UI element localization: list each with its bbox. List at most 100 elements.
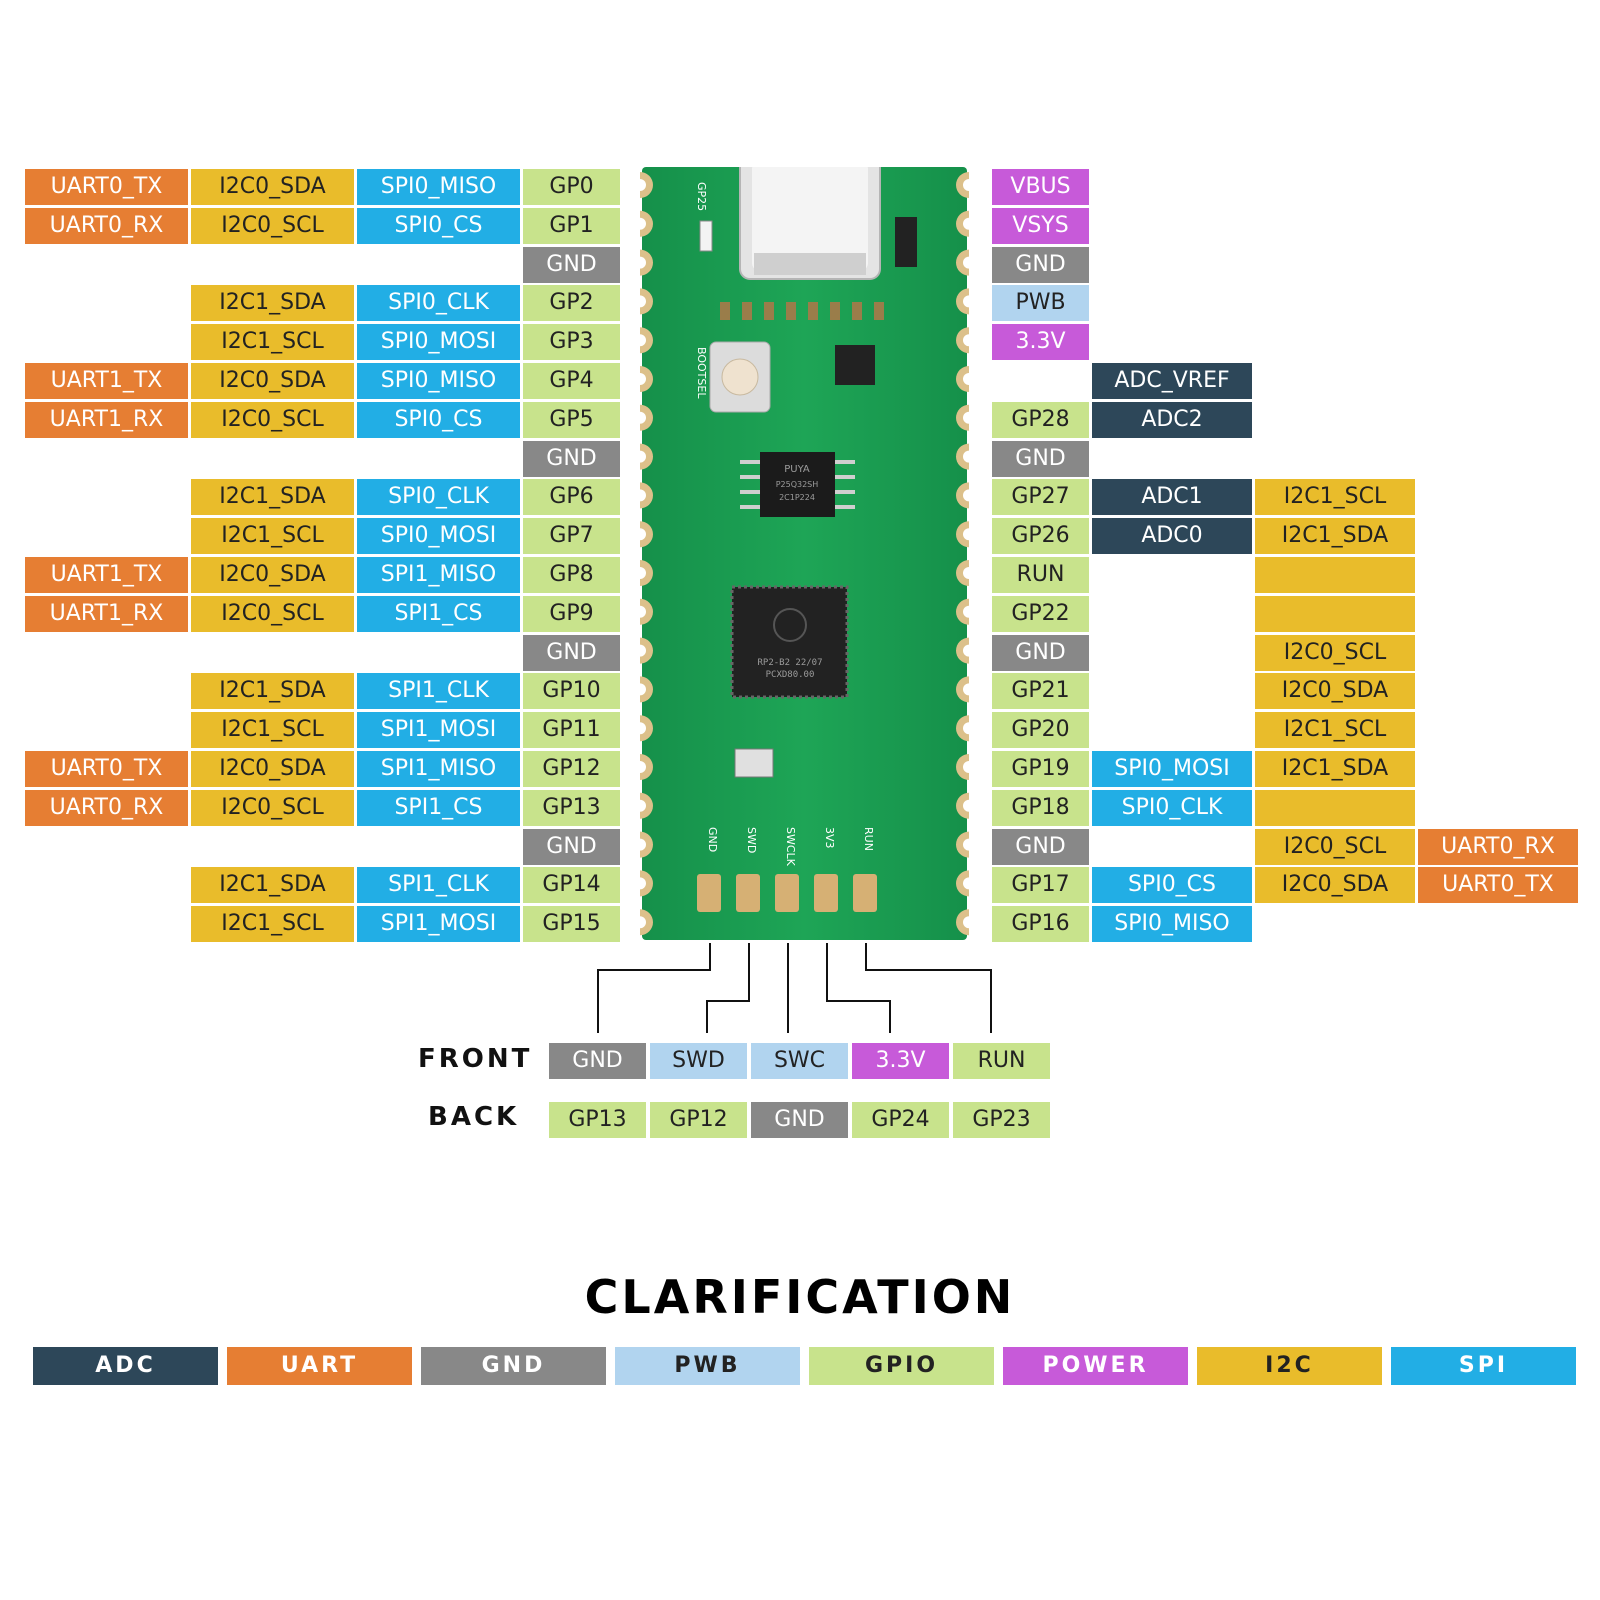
debug-silk-label: SWD [745,827,758,853]
pad-hole [640,411,646,424]
i2c-label: I2C0_SCL [1255,635,1415,671]
pin-label: GP26 [992,518,1089,554]
castellated-pad [956,792,969,819]
i2c-label: I2C0_SDA [1255,673,1415,709]
spi-label: SPI0_MOSI [1092,751,1252,787]
pin-label: GP14 [523,867,620,903]
castellated-pad [956,909,969,936]
spi-label: SPI0_CS [357,208,520,244]
pin-label: GP7 [523,518,620,554]
debug-pad-swclk [775,874,799,912]
pin-label: GP8 [523,557,620,593]
castellated-pad [640,598,653,625]
castellated-pad [956,443,969,470]
pad-hole [640,761,646,773]
pin-label: GP19 [992,751,1089,787]
pin-label: GP5 [523,402,620,438]
spi-label: SPI0_CLK [357,285,520,321]
pin-label: VBUS [992,169,1089,205]
adc-label: ADC_VREF [1092,363,1252,399]
castellated-pad [956,210,969,237]
pin-label: GP1 [523,208,620,244]
pad-hole [963,256,969,269]
spi-label: SPI1_CLK [357,867,520,903]
pin-label: GND [523,247,620,283]
pad-hole [963,722,969,735]
pin-label: GP15 [523,906,620,942]
castellated-pad [956,831,969,858]
castellated-pads [640,172,969,936]
pad-hole [640,489,646,502]
legend-item-uart: UART [227,1347,412,1385]
mcu-text-1: RP2-B2 22/07 [757,658,822,668]
castellated-pad [640,249,653,276]
castellated-pad [640,521,653,548]
i2c-label: I2C0_SCL [1255,829,1415,865]
castellated-pad [640,288,653,315]
castellated-pad [956,366,969,392]
pin-label: GP22 [992,596,1089,632]
pin-label: GP27 [992,479,1089,515]
debug-front-label: GND [549,1043,646,1079]
legend-item-adc: ADC [33,1347,218,1385]
castellated-pad [956,598,969,625]
pcb [642,167,967,940]
i2c-label: I2C1_SDA [1255,518,1415,554]
spi-label: SPI1_CS [357,596,520,632]
spi-label: SPI0_MOSI [357,324,520,360]
pin-label: GP18 [992,790,1089,826]
debug-back-label: GP12 [650,1102,747,1138]
pin-label: 3.3V [992,324,1089,360]
castellated-pad [956,482,969,509]
uart-label: UART0_RX [1418,829,1578,865]
castellated-pad [640,172,653,198]
spi-label: SPI1_MOSI [357,906,520,942]
debug-pad-run [853,874,877,912]
debug-pad-swd [736,874,760,912]
regulator [835,345,875,385]
led [699,220,713,252]
pin-label: PWB [992,285,1089,321]
adc-label: ADC2 [1092,402,1252,438]
castellated-pad [956,327,969,354]
pad-hole [640,683,646,696]
back-title: BACK [428,1102,520,1132]
spi-label: SPI0_MISO [1092,906,1252,942]
crystal [734,748,774,778]
pin-label: GP2 [523,285,620,321]
pad-hole [640,877,646,890]
diode [895,217,917,267]
i2c-label: I2C1_SCL [1255,712,1415,748]
pin-label: GND [523,635,620,671]
debug-silk-label: SWCLK [784,827,797,867]
pad-hole [963,644,969,657]
pin-label: GP9 [523,596,620,632]
pin-label: GND [523,441,620,477]
debug-back-label: GND [751,1102,848,1138]
pin-label: VSYS [992,208,1089,244]
castellated-pad [640,754,653,780]
pico-board-illustration: BOOTSEL GP25 PUYA P25Q32SH 2C1P224 RP2-B… [640,167,969,940]
i2c-label: I2C1_SCL [191,712,354,748]
i2c-label: I2C1_SCL [191,518,354,554]
uart-label: UART0_RX [25,790,188,826]
spi-label: SPI1_MOSI [357,712,520,748]
castellated-pad [956,521,969,548]
pad-hole [640,916,646,929]
uart-label: UART1_TX [25,363,188,399]
pin-label: GP20 [992,712,1089,748]
pin-label: GP13 [523,790,620,826]
castellated-pad [640,831,653,858]
silk-bootsel: BOOTSEL [695,347,708,399]
castellated-pad [956,676,969,703]
pad-hole [963,799,969,812]
flash-text-2: P25Q32SH [776,480,819,489]
castellated-pad [640,560,653,586]
clarification-title: CLARIFICATION [584,1270,1016,1324]
pin-label: GND [523,829,620,865]
pin-label: GP3 [523,324,620,360]
debug-front-label: 3.3V [852,1043,949,1079]
pad-hole [640,217,646,230]
castellated-pad [956,172,969,198]
castellated-pad [640,792,653,819]
